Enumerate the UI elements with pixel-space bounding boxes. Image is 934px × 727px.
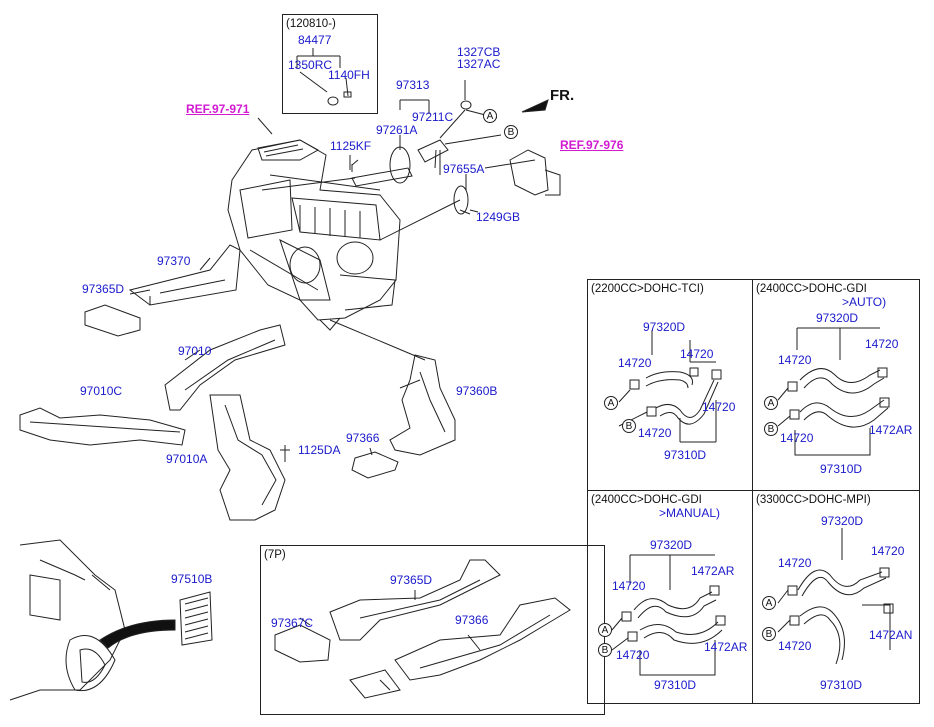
panel-mpi-callout-a: A xyxy=(762,596,776,610)
panel-gdi-auto-hose-3: 14720 xyxy=(780,431,814,445)
panel-gdi-auto-title-2: >AUTO) xyxy=(842,295,887,309)
panel-divider-vertical xyxy=(752,279,753,704)
inset-part-97365d: 97365D xyxy=(390,573,433,587)
part-97360b: 97360B xyxy=(456,384,498,398)
inset-box-bottom xyxy=(260,545,605,715)
panel-gdi-auto-title: (2400CC>DOHC-GDI xyxy=(756,283,867,295)
panel-gdi-auto-bottom-part: 97310D xyxy=(820,462,863,476)
callout-a-main: A xyxy=(483,109,497,123)
panel-gdi-manual-callout-b: B xyxy=(598,643,612,657)
part-1327cb: 1327CB xyxy=(457,45,501,59)
panel-gdi-manual-title-2: >MANUAL) xyxy=(659,506,721,520)
part-1125da: 1125DA xyxy=(298,443,341,457)
panel-gdi-manual-title: (2400CC>DOHC-GDI xyxy=(591,494,702,506)
part-1125kf: 1125KF xyxy=(330,139,372,153)
panel-tci-callout-b: B xyxy=(622,419,636,433)
panel-mpi-bottom-part: 97310D xyxy=(820,678,863,692)
panel-mpi-hose-1: 14720 xyxy=(778,556,812,570)
panel-tci-callout-a: A xyxy=(604,396,618,410)
panel-mpi-hose-4: 1472AN xyxy=(869,628,913,642)
panel-tci-hose-1: 14720 xyxy=(618,356,652,370)
panel-gdi-auto-callout-b: B xyxy=(764,422,778,436)
ref-97-971[interactable]: REF.97-971 xyxy=(186,102,250,116)
inset-bottom-title: (7P) xyxy=(264,549,286,561)
part-97370: 97370 xyxy=(157,254,191,268)
panel-mpi-title: (3300CC>DOHC-MPI) xyxy=(756,494,871,506)
inset-part-97367c: 97367C xyxy=(271,616,314,630)
panel-gdi-manual-bottom-part: 97310D xyxy=(654,678,697,692)
inset-top-title: (120810-) xyxy=(286,18,336,30)
panel-divider-horizontal xyxy=(587,490,920,491)
part-1140fh: 1140FH xyxy=(328,68,370,82)
panel-gdi-manual-top-part: 97320D xyxy=(650,538,693,552)
part-97510b: 97510B xyxy=(171,572,213,586)
panel-mpi-hose-2: 14720 xyxy=(871,544,905,558)
part-1249gb: 1249GB xyxy=(476,210,521,224)
part-1327ac: 1327AC xyxy=(457,57,501,71)
panel-mpi-top-part: 97320D xyxy=(821,514,864,528)
panel-gdi-auto-callout-a: A xyxy=(764,396,778,410)
panel-tci-title: (2200CC>DOHC-TCI) xyxy=(591,283,704,295)
panel-tci-hose-2: 14720 xyxy=(680,347,714,361)
panel-gdi-auto-hose-2: 14720 xyxy=(865,337,899,351)
inset-part-97366: 97366 xyxy=(455,613,489,627)
part-97655a: 97655A xyxy=(443,162,485,176)
panel-mpi-hose-3: 14720 xyxy=(778,639,812,653)
part-97010a: 97010A xyxy=(166,452,208,466)
variant-panels-frame xyxy=(587,279,920,704)
front-direction-label: FR. xyxy=(550,87,575,104)
part-97313: 97313 xyxy=(396,78,430,92)
ref-97-976[interactable]: REF.97-976 xyxy=(560,138,624,152)
panel-tci-top-part: 97320D xyxy=(643,320,686,334)
inset-box-top xyxy=(282,14,378,114)
part-1350rc: 1350RC xyxy=(288,58,333,72)
panel-gdi-auto-hose-4: 1472AR xyxy=(869,423,913,437)
panel-gdi-manual-hose-2: 1472AR xyxy=(691,564,735,578)
part-97261a: 97261A xyxy=(376,123,418,137)
panel-gdi-auto-hose-1: 14720 xyxy=(778,353,812,367)
part-97010: 97010 xyxy=(178,344,212,358)
panel-tci-hose-4: 14720 xyxy=(638,426,672,440)
panel-gdi-manual-hose-4: 1472AR xyxy=(704,640,748,654)
part-84477: 84477 xyxy=(298,33,332,47)
panel-gdi-auto-top-part: 97320D xyxy=(816,311,859,325)
part-97010c: 97010C xyxy=(80,384,123,398)
panel-tci-hose-3: 14720 xyxy=(702,400,736,414)
panel-gdi-manual-callout-a: A xyxy=(598,623,612,637)
panel-gdi-manual-hose-3: 14720 xyxy=(616,648,650,662)
panel-mpi-callout-b: B xyxy=(762,627,776,641)
callout-b-main: B xyxy=(504,125,518,139)
panel-tci-bottom-part: 97310D xyxy=(664,448,707,462)
part-97366: 97366 xyxy=(346,431,380,445)
part-97211c: 97211C xyxy=(412,110,454,124)
panel-gdi-manual-hose-1: 14720 xyxy=(612,579,646,593)
part-97365d: 97365D xyxy=(82,282,125,296)
